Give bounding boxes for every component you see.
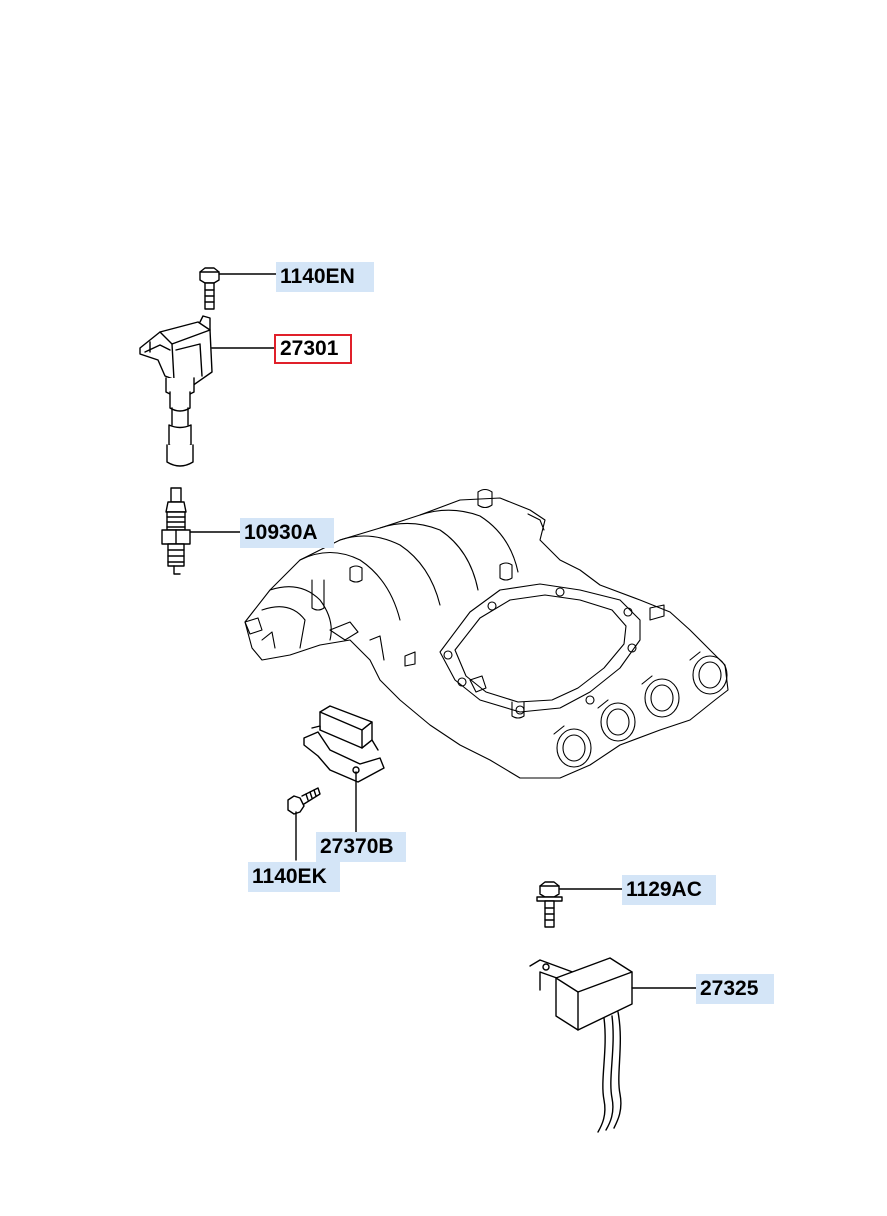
sensor-drawing[interactable] [529,957,633,1133]
bolt-module-drawing[interactable] [287,787,321,815]
part-label-1140en[interactable]: 1140EN [276,262,374,292]
part-label-27325[interactable]: 27325 [696,974,774,1004]
part-label-27301[interactable]: 27301 [274,334,352,364]
ignition-coil-drawing[interactable] [139,315,213,467]
spark-plug-drawing[interactable] [161,487,191,575]
module-drawing[interactable] [303,705,385,783]
bolt-top-drawing[interactable] [199,267,220,310]
part-label-27370b[interactable]: 27370B [316,832,406,862]
part-label-1140ek[interactable]: 1140EK [248,862,340,892]
intake-manifold-drawing [244,488,729,779]
part-label-1129ac[interactable]: 1129AC [622,875,716,905]
bolt-sensor-drawing[interactable] [536,881,563,928]
part-label-10930a[interactable]: 10930A [240,518,334,548]
